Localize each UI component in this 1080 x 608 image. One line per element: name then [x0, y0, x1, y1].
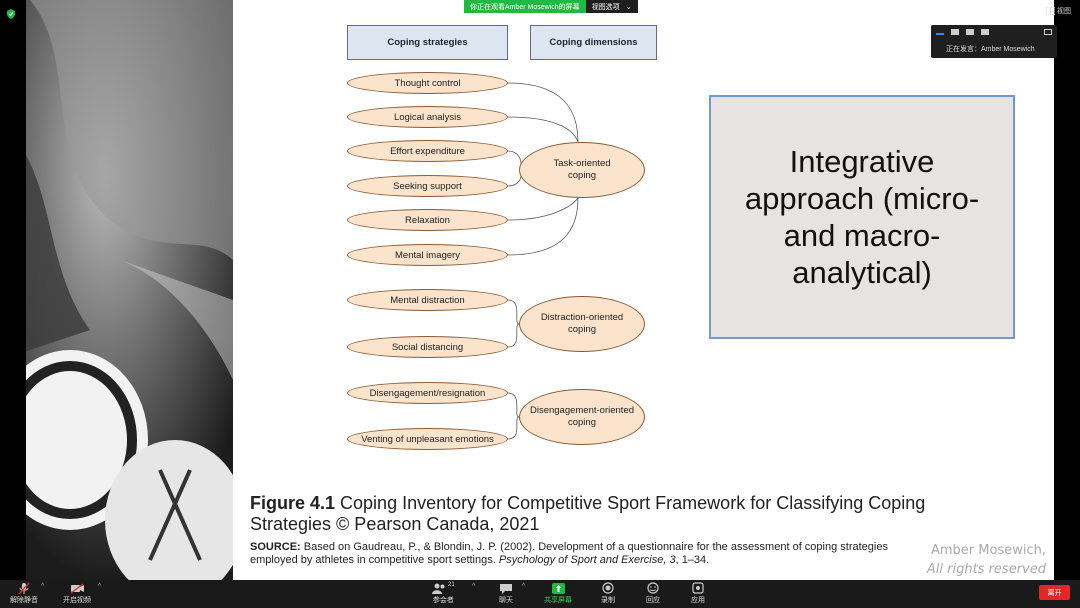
dimension-distraction-oriented: Distraction-oriented coping [519, 296, 645, 352]
view-options-label: 视图选项 [591, 3, 620, 11]
unmute-button[interactable]: 解除静音 [10, 581, 38, 605]
strategy-logical-analysis: Logical analysis [347, 106, 508, 128]
share-screen-button[interactable]: 共享屏幕 [544, 581, 572, 605]
strategy-seeking-support: Seeking support [347, 175, 508, 197]
participants-count: 21 [448, 582, 455, 588]
viewing-banner: 你正在观看Amber Mosewich的屏幕 视图选项 ⌄ [464, 0, 638, 13]
figure-number: Figure 4.1 [250, 493, 336, 513]
header-coping-strategies: Coping strategies [347, 25, 508, 60]
chat-label: 聊天 [499, 597, 513, 604]
figure-source: SOURCE: Based on Gaudreau, P., & Blondin… [250, 541, 930, 567]
smiley-icon [647, 582, 659, 594]
source-text: Based on Gaudreau, P., & Blondin, J. P. … [250, 541, 888, 566]
view-toggle-button[interactable]: 视图 [1046, 4, 1080, 18]
apps-label: 应用 [691, 597, 705, 604]
grid-icon [1046, 7, 1055, 15]
view-label: 视图 [1057, 8, 1071, 15]
source-journal: Psychology of Sport and Exercise, 3 [498, 554, 676, 566]
chat-button[interactable]: 聊天 [499, 581, 513, 605]
participants-options-caret[interactable]: ^ [472, 583, 476, 590]
audio-options-caret[interactable]: ^ [41, 583, 45, 590]
watermark-line-2: All rights reserved [926, 562, 1046, 577]
integrative-approach-box: Integrative approach (micro- and macro-a… [709, 95, 1015, 339]
meeting-toolbar: 解除静音 ^ 开启视频 ^ 21 参会者 ^ [0, 580, 1080, 608]
camera-off-icon [70, 582, 84, 594]
source-pages: , 1–34. [675, 554, 710, 566]
dimension-disengagement-oriented: Disengagement-oriented coping [519, 389, 645, 445]
speaking-indicator: 正在发言：Amber Mosewich [946, 46, 1035, 53]
right-edge-strip [1054, 0, 1080, 580]
view-options-button[interactable]: 视图选项 ⌄ [585, 0, 638, 13]
start-video-label: 开启视频 [63, 597, 91, 604]
presenter-background-photo [0, 0, 233, 580]
start-video-button[interactable]: 开启视频 [63, 581, 91, 605]
share-screen-label: 共享屏幕 [544, 597, 572, 604]
strategy-relaxation: Relaxation [347, 209, 508, 231]
apps-icon [692, 582, 704, 594]
expand-icon[interactable] [1044, 29, 1052, 35]
layout-switcher[interactable] [936, 29, 989, 35]
single-view-icon[interactable] [951, 29, 959, 35]
strategy-disengagement-resignation: Disengagement/resignation [347, 382, 508, 404]
figure-title: Coping Inventory for Competitive Sport F… [250, 493, 926, 534]
watermark-line-1: Amber Mosewich, [931, 543, 1046, 558]
strategy-thought-control: Thought control [347, 72, 508, 94]
share-screen-icon [551, 582, 565, 594]
chat-options-caret[interactable]: ^ [522, 583, 526, 590]
speaker-view-icon[interactable] [966, 29, 974, 35]
header-coping-dimensions: Coping dimensions [530, 25, 657, 60]
copyright-watermark: Amber Mosewich, All rights reserved [927, 541, 1046, 579]
leave-button[interactable]: 离开 [1039, 585, 1070, 600]
shield-icon [6, 6, 16, 19]
source-label: SOURCE: [250, 541, 301, 553]
record-button[interactable]: 录制 [601, 581, 615, 605]
shared-screen-slide: Coping strategies Coping dimensions Thou… [233, 0, 1054, 580]
minimize-icon[interactable] [936, 33, 944, 35]
strategy-venting-emotions: Venting of unpleasant emotions [347, 428, 508, 450]
viewing-status: 你正在观看Amber Mosewich的屏幕 [464, 0, 586, 13]
apps-button[interactable]: 应用 [691, 581, 705, 605]
strategy-effort-expenditure: Effort expenditure [347, 140, 508, 162]
dimension-task-oriented: Task-oriented coping [519, 142, 645, 198]
reactions-label: 回应 [646, 597, 660, 604]
record-label: 录制 [601, 597, 615, 604]
strategy-social-distancing: Social distancing [347, 336, 508, 358]
gallery-view-icon[interactable] [981, 29, 989, 35]
strategy-mental-distraction: Mental distraction [347, 289, 508, 311]
unmute-label: 解除静音 [10, 597, 38, 604]
participants-button[interactable]: 21 参会者 [432, 581, 455, 605]
photo-illustration [0, 0, 233, 580]
figure-caption: Figure 4.1 Coping Inventory for Competit… [250, 493, 940, 535]
chat-icon [500, 583, 512, 594]
video-options-caret[interactable]: ^ [98, 583, 102, 590]
microphone-muted-icon [18, 582, 30, 594]
participants-icon [432, 583, 445, 594]
diagram-connectors [507, 82, 579, 440]
reactions-button[interactable]: 回应 [646, 581, 660, 605]
chevron-down-icon: ⌄ [625, 3, 632, 11]
strategy-mental-imagery: Mental imagery [347, 244, 508, 266]
participants-label: 参会者 [432, 597, 454, 604]
record-icon [602, 582, 614, 594]
speaker-mini-window[interactable]: 正在发言：Amber Mosewich [931, 25, 1057, 58]
